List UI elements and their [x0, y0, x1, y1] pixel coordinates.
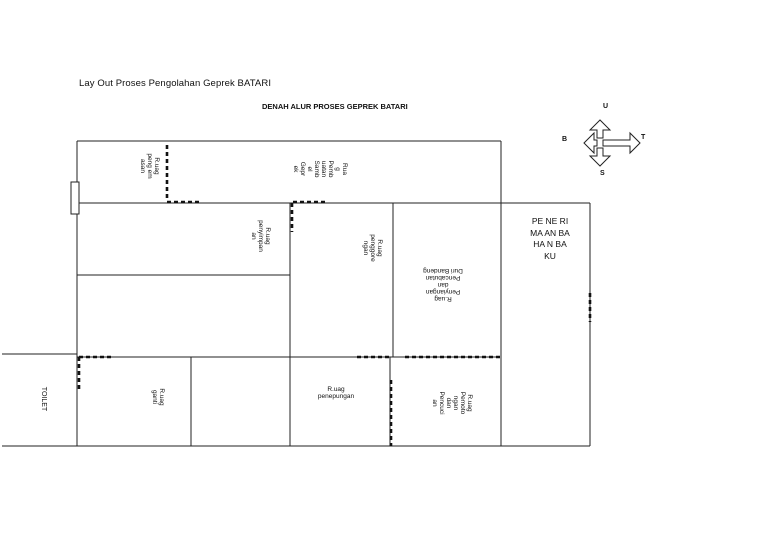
room-label-penyimpanan: R.uag penyimpan an	[250, 220, 271, 252]
compass-arrow-north	[588, 119, 612, 139]
room-label-penggorengan: R.uag penggore ngan	[362, 234, 383, 262]
room-label-penerimaan-bahan-baku: PE NE RI MA AN BA HA N BA KU	[530, 216, 570, 261]
compass-label-north: U	[603, 103, 609, 110]
compass-arrow-west	[583, 131, 598, 155]
room-label-toilet: TOILET	[40, 386, 47, 412]
room-label-penyiangan: R.uag Penyiangan dan Pencabutan Duri Ban…	[423, 267, 463, 302]
compass-label-east: T	[641, 134, 646, 141]
room-label-pemotongan-pencucian: R.uag Pemoto ngan dan Pencuci an	[431, 391, 473, 415]
room-label-penepungan: R.uag penepungan	[317, 386, 355, 400]
compass-arrow-east	[602, 131, 641, 155]
compass-arrow-south	[588, 147, 612, 167]
document-title: Lay Out Proses Pengolahan Geprek BATARI	[79, 78, 272, 89]
compass-rose	[583, 119, 641, 167]
compass-label-west: B	[562, 136, 568, 143]
room-label-ganti: R.uag ganti	[151, 388, 165, 406]
compass-label-south: S	[600, 170, 605, 177]
side-door	[70, 181, 80, 215]
room-label-pengemasan: R.uag peng em asan	[139, 153, 160, 179]
room-label-pembuatan-sambel: Rua g Pemb uatan Samb el Gepr ek	[292, 160, 348, 178]
floor-plan-title: DENAH ALUR PROSES GEPREK BATARI	[262, 102, 408, 111]
